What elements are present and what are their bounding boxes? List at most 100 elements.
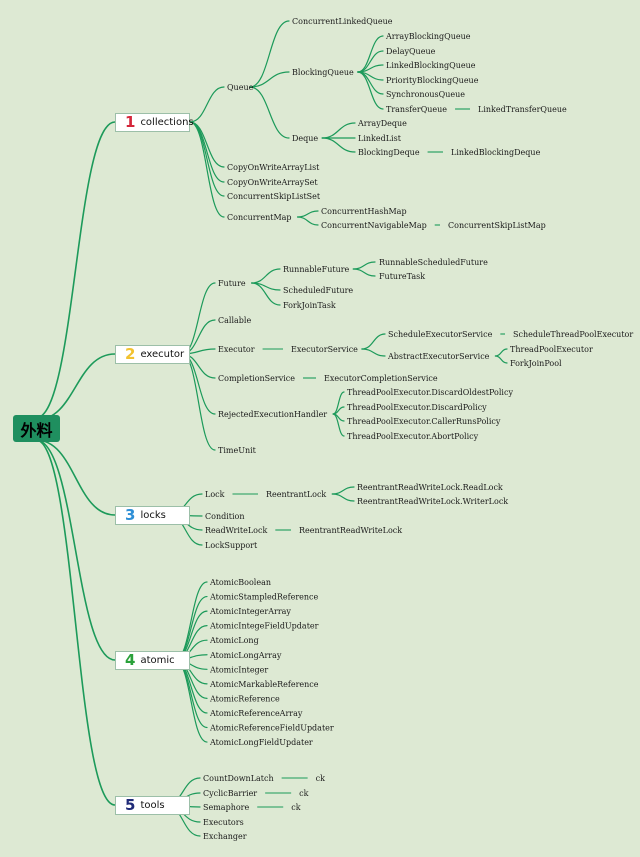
branch-line [352,268,376,277]
node-label[interactable]: ForkJoinPool [510,359,562,368]
category-locks[interactable]: 3 locks [115,506,190,525]
node-label[interactable]: Callable [218,316,251,325]
node-label[interactable]: RejectedExecutionHandler [218,410,327,419]
node-label[interactable]: Lock [205,490,225,499]
node-label[interactable]: ExecutorCompletionService [324,374,438,383]
branch-line [174,659,208,729]
node-label[interactable]: Exchanger [203,832,247,841]
node-label[interactable]: AtomicStampledReference [209,593,319,602]
node-label[interactable]: ck [316,774,325,783]
node-label[interactable]: Executor [218,345,255,354]
node-label[interactable]: ArrayBlockingQueue [385,32,471,41]
category-number: 3 [125,506,136,524]
node-label[interactable]: ReentrantReadWriteLock.ReadLock [357,483,503,492]
node-label[interactable]: ArrayDeque [357,119,407,128]
node-label[interactable]: LinkedTransferQueue [478,105,567,114]
node-label[interactable]: ReadWriteLock [205,526,267,535]
queue-node[interactable]: Queue [227,83,254,92]
node-label[interactable]: Condition [205,512,245,521]
node-label[interactable]: ScheduleExecutorService [388,330,493,339]
node-label[interactable]: LinkedList [358,134,402,143]
node-label[interactable]: CountDownLatch [203,774,274,783]
category-executor[interactable]: 2 executor [115,345,190,364]
root-node[interactable]: 外料 [13,415,60,442]
node-label[interactable]: TimeUnit [218,446,257,455]
node-label[interactable]: AtomicIntegeFieldUpdater [209,622,319,631]
node-label[interactable]: LinkedBlockingQueue [386,61,476,70]
category-atomic[interactable]: 4 atomic [115,651,190,670]
node-label[interactable]: ThreadPoolExecutor.DiscardPolicy [347,403,487,412]
branch-line [357,35,384,73]
branch-line [321,137,356,153]
node-label[interactable]: AtomicIntegerArray [209,607,291,616]
branch-line [174,581,208,661]
node-label[interactable]: ExecutorService [291,345,358,354]
node-label[interactable]: CyclicBarrier [203,789,257,798]
category-collections[interactable]: 1 collections [115,113,194,132]
node-label[interactable]: DelayQueue [386,47,436,56]
node-label[interactable]: CompletionService [218,374,295,383]
branch-line [494,348,508,357]
node-label[interactable]: ck [291,803,300,812]
node-label[interactable]: AtomicReference [209,694,280,703]
node-label[interactable]: ConcurrentHashMap [321,207,407,216]
node-label[interactable]: AtomicLongFieldUpdater [209,738,313,747]
branch-line [251,282,281,306]
node-label[interactable]: ThreadPoolExecutor [510,345,593,354]
branch-line [35,439,116,516]
branch-line [494,355,508,364]
node-label[interactable]: ConcurrentSkipListSet [227,192,321,201]
branch-line [296,210,319,218]
node-label[interactable]: AtomicBoolean [209,578,271,587]
node-label[interactable]: CopyOnWriteArraySet [227,178,318,187]
branch-line [189,121,225,197]
node-label[interactable]: Semaphore [203,803,249,812]
node-label[interactable]: TransferQueue [386,105,447,114]
node-label[interactable]: ReentrantReadWriteLock.WriterLock [357,497,508,506]
category-label: tools [140,800,165,811]
root-label: 外料 [20,420,53,440]
category-label: locks [140,510,166,521]
node-label[interactable]: LinkedBlockingDeque [451,148,541,157]
node-label[interactable]: LockSupport [205,541,258,550]
node-label[interactable]: AtomicReferenceArray [209,709,303,718]
node-label[interactable]: Future [218,279,246,288]
node-label[interactable]: Deque [292,134,318,143]
category-number: 5 [125,796,136,814]
node-label[interactable]: ReentrantReadWriteLock [299,526,402,535]
node-label[interactable]: PriorityBlockingQueue [386,76,479,85]
node-label[interactable]: AtomicReferenceFieldUpdater [209,724,334,733]
node-label[interactable]: BlockingQueue [292,68,354,77]
node-label[interactable]: AtomicLong [209,636,259,645]
node-label[interactable]: FutureTask [379,272,425,281]
node-label[interactable]: ForkJoinTask [283,301,336,310]
node-label[interactable]: ScheduledFuture [283,286,353,295]
node-label[interactable]: Executors [203,818,244,827]
branch-line [296,216,319,226]
category-label: atomic [140,655,175,666]
node-label[interactable]: AtomicInteger [209,665,268,674]
node-label[interactable]: ConcurrentSkipListMap [448,221,546,230]
branch-line [331,486,355,495]
node-label[interactable]: AtomicLongArray [209,651,282,660]
node-label[interactable]: ConcurrentMap [227,213,292,222]
node-label[interactable]: BlockingDeque [358,148,420,157]
node-label[interactable]: AbstractExecutorService [387,352,490,361]
node-label[interactable]: AtomicMarkableReference [209,680,319,689]
node-label[interactable]: RunnableScheduledFuture [379,258,488,267]
branch-line [332,413,345,437]
node-label[interactable]: ReentrantLock [266,490,326,499]
node-label[interactable]: ThreadPoolExecutor.AbortPolicy [347,432,479,441]
node-label[interactable]: ck [299,789,308,798]
node-label[interactable]: CopyOnWriteArrayList [227,163,320,172]
node-label[interactable]: SynchronousQueue [386,90,465,99]
node-label[interactable]: ThreadPoolExecutor.DiscardOldestPolicy [347,388,513,397]
node-label[interactable]: ThreadPoolExecutor.CallerRunsPolicy [347,417,501,426]
category-tools[interactable]: 5 tools [115,796,190,815]
node-label[interactable]: RunnableFuture [283,265,350,274]
branch-line [249,71,290,88]
node-label[interactable]: ConcurrentLinkedQueue [292,17,393,26]
node-label[interactable]: ConcurrentNavigableMap [321,221,427,230]
node-label[interactable]: ScheduleThreadPoolExecutor [513,330,633,339]
